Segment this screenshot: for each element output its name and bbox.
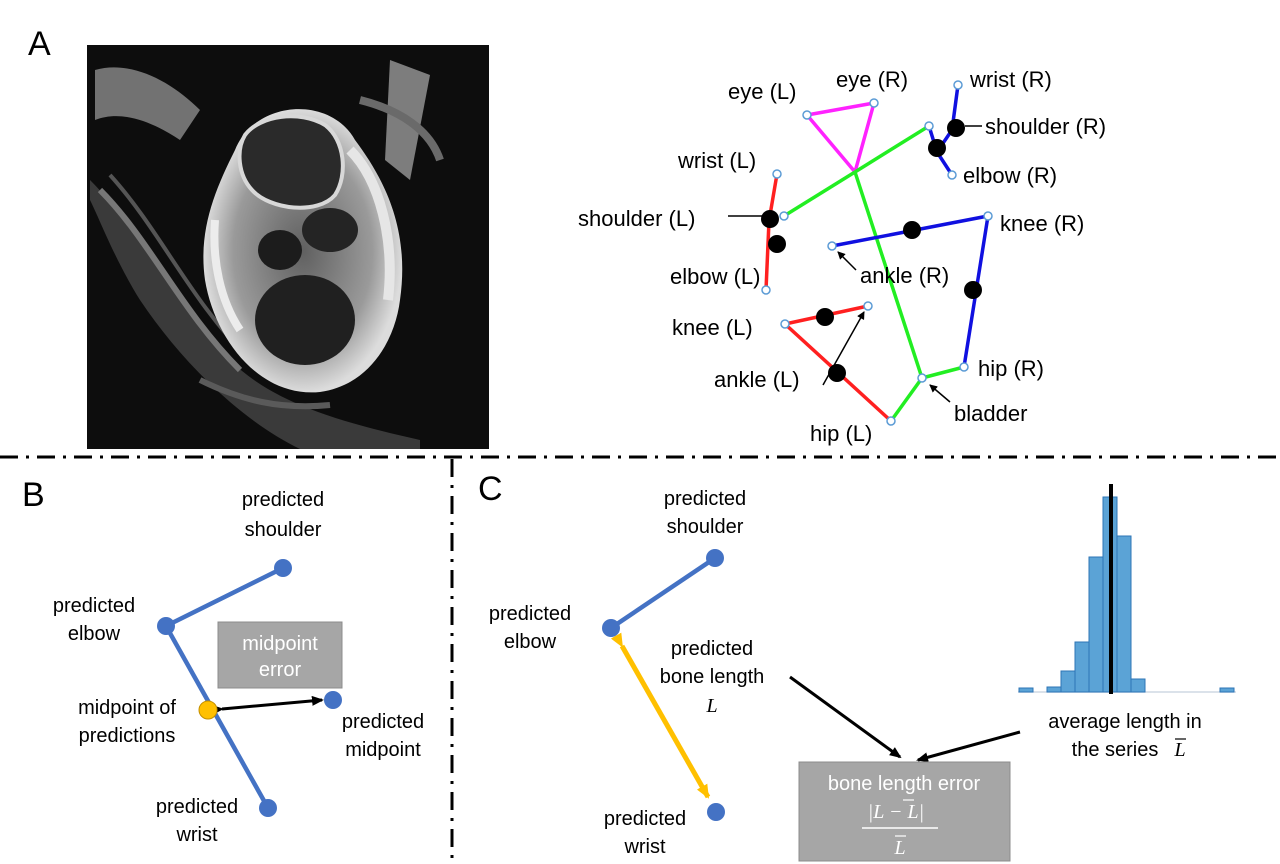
b-shoulder-l2: shoulder bbox=[245, 519, 322, 541]
b-wrist-l1: predicted bbox=[156, 796, 238, 818]
c-avg-l1: average length in bbox=[1048, 711, 1201, 733]
c-bone-l2: bone length bbox=[660, 666, 765, 688]
label-shoulder-l: shoulder (L) bbox=[578, 206, 695, 231]
c-shoulder-l2: shoulder bbox=[667, 516, 744, 538]
formula-denominator: L bbox=[893, 837, 905, 859]
b-predmid-l1: predicted bbox=[342, 711, 424, 733]
label-knee-l: knee (L) bbox=[672, 315, 753, 340]
panel-label-c: C bbox=[478, 470, 503, 508]
label-eye-l: eye (L) bbox=[728, 79, 796, 104]
panel-label-a: A bbox=[28, 25, 51, 63]
label-hip-l: hip (L) bbox=[810, 421, 872, 446]
c-elbow-l1: predicted bbox=[489, 603, 571, 625]
label-wrist-l: wrist (L) bbox=[677, 148, 756, 173]
panel-label-b: B bbox=[22, 476, 45, 514]
label-shoulder-r: shoulder (R) bbox=[985, 114, 1106, 139]
b-elbow-l1: predicted bbox=[53, 595, 135, 617]
midpoint-error-diagram: midpoint error predicted shoulder predic… bbox=[53, 489, 424, 846]
bone-length-arrow bbox=[610, 632, 711, 799]
midpoint-error-arrow bbox=[211, 695, 324, 715]
b-elbow-l2: elbow bbox=[68, 623, 121, 645]
length-histogram bbox=[1018, 484, 1236, 694]
bone-length-error-title: bone length error bbox=[828, 773, 981, 795]
midpoint-error-line1: midpoint bbox=[242, 633, 318, 655]
head-lines bbox=[805, 100, 877, 176]
label-elbow-l: elbow (L) bbox=[670, 264, 760, 289]
label-hip-r: hip (R) bbox=[978, 356, 1044, 381]
b-midpred-l2: predictions bbox=[79, 725, 176, 747]
label-wrist-r: wrist (R) bbox=[969, 67, 1052, 92]
c-wrist-l1: predicted bbox=[604, 808, 686, 830]
c-avg-l2: the series bbox=[1072, 739, 1159, 761]
label-ankle-l: ankle (L) bbox=[714, 367, 800, 392]
c-bone-l1: predicted bbox=[671, 638, 753, 660]
c-wrist-l2: wrist bbox=[623, 836, 666, 858]
midpoint-error-line2: error bbox=[259, 659, 302, 681]
b-predmid-l2: midpoint bbox=[345, 739, 421, 761]
label-eye-r: eye (R) bbox=[836, 67, 908, 92]
label-knee-r: knee (R) bbox=[1000, 211, 1084, 236]
formula-numerator: |L − L| bbox=[868, 801, 924, 823]
skeleton-diagram: eye (L) eye (R) wrist (R) shoulder (R) e… bbox=[578, 67, 1106, 446]
b-midpred-l1: midpoint of bbox=[78, 697, 176, 719]
label-elbow-r: elbow (R) bbox=[963, 163, 1057, 188]
bone-length-error-diagram: predicted shoulder predicted elbow predi… bbox=[489, 484, 1236, 862]
c-avg-symbol: L bbox=[1173, 739, 1185, 761]
b-wrist-l2: wrist bbox=[175, 824, 218, 846]
b-shoulder-l1: predicted bbox=[242, 489, 324, 511]
midpoint-error-box bbox=[217, 621, 343, 689]
label-ankle-r: ankle (R) bbox=[860, 263, 949, 288]
bone-length-error-box bbox=[798, 761, 1011, 862]
c-bone-symbol: L bbox=[705, 695, 717, 717]
label-bladder: bladder bbox=[954, 401, 1027, 426]
mri-image bbox=[87, 45, 489, 449]
c-shoulder-l1: predicted bbox=[664, 488, 746, 510]
c-elbow-l2: elbow bbox=[504, 631, 557, 653]
